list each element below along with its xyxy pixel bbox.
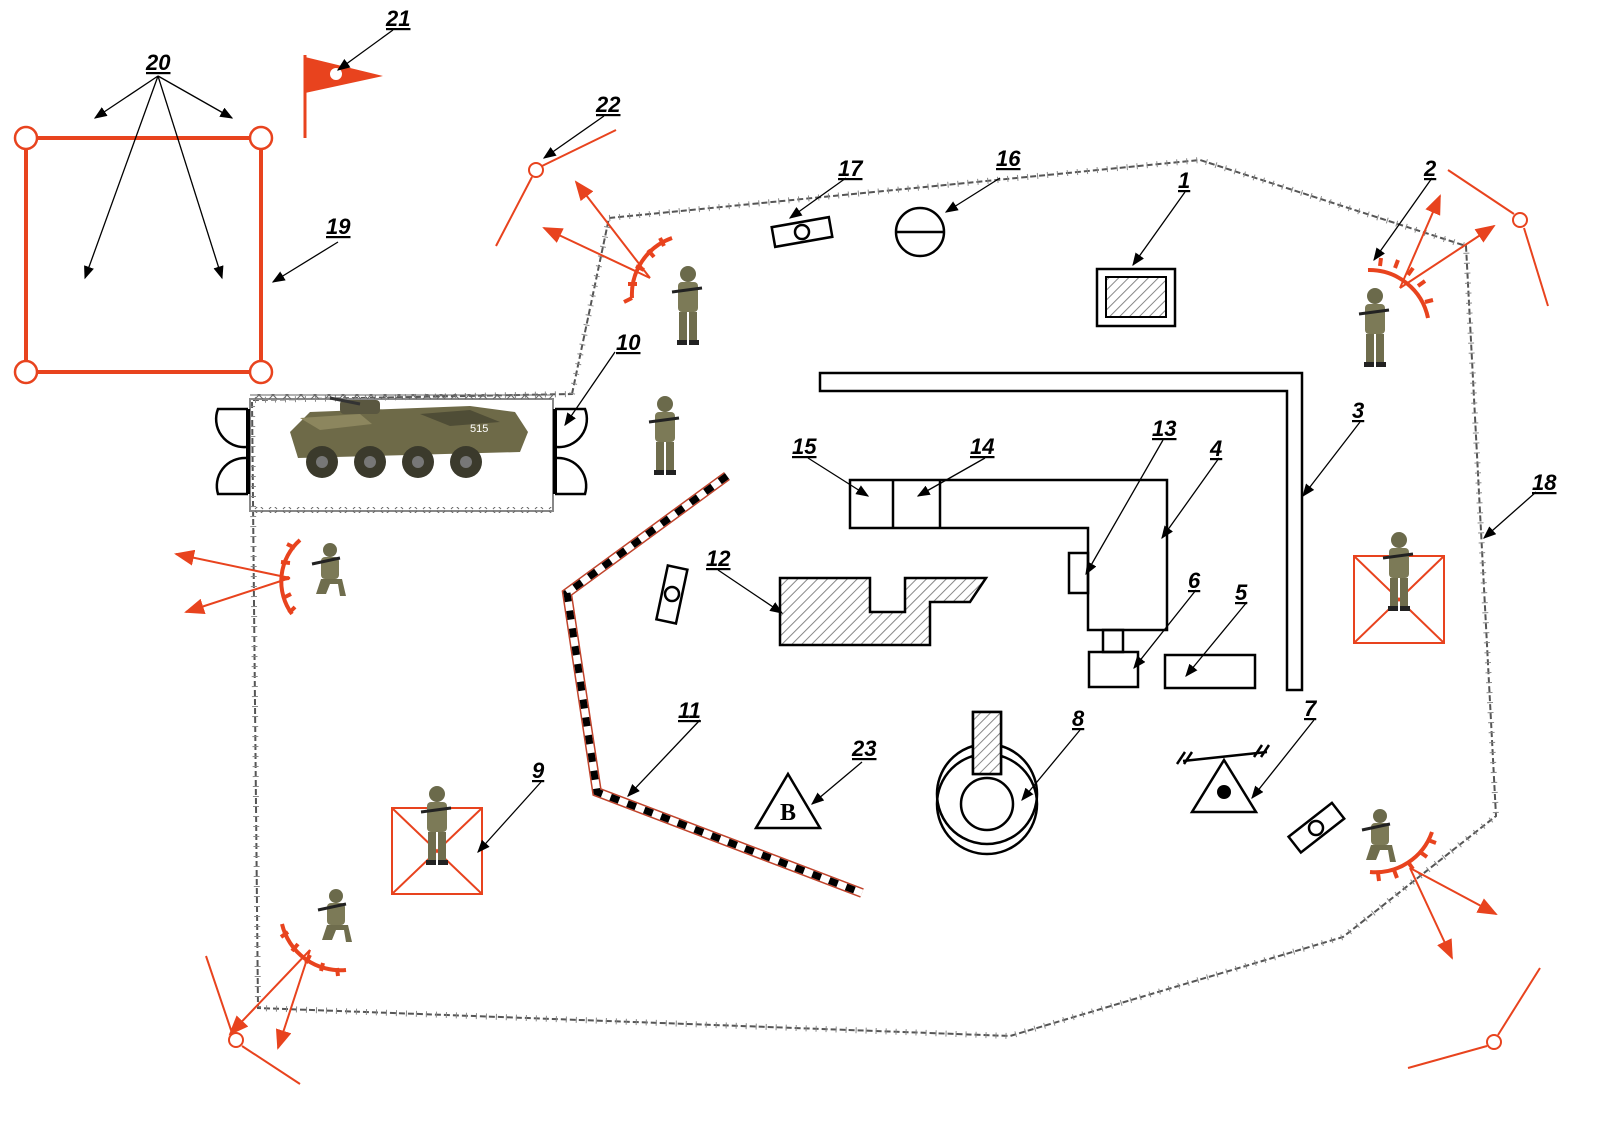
building-6 (1087, 589, 1197, 689)
landing-area (13, 125, 274, 385)
wall-3 (818, 371, 1361, 692)
water-tank-16 (894, 177, 1001, 258)
sensor-post-icon (205, 955, 301, 1085)
callout-6: 6 (1188, 568, 1201, 593)
callout-3: 3 (1352, 398, 1364, 423)
callout-10: 10 (616, 330, 641, 355)
apc-vehicle-icon: 515 (290, 396, 528, 478)
vehicle-number: 515 (470, 423, 488, 435)
structure-8 (935, 710, 1081, 856)
striped-barrier (561, 471, 864, 898)
flag-icon (303, 29, 394, 138)
main-building-4 (807, 439, 1220, 632)
callout-18: 18 (1532, 470, 1557, 495)
storage-sign-letter: B (780, 800, 796, 826)
building-5 (1163, 601, 1257, 690)
soldier-standing-icon (647, 394, 681, 477)
sensor-post-icon (495, 115, 617, 247)
callout-20: 20 (145, 50, 171, 75)
firing-position-top-left (542, 180, 704, 347)
callout-1: 1 (1178, 168, 1190, 193)
callout-21: 21 (385, 6, 410, 31)
callout-22: 22 (595, 92, 621, 117)
guard-post-right (1353, 530, 1445, 644)
lighting-post-left (654, 564, 689, 625)
firing-position-left (174, 538, 348, 616)
perimeter-fence (248, 156, 1537, 1040)
building-12 (717, 569, 989, 647)
callout-17: 17 (838, 156, 864, 181)
callout-2: 2 (1423, 156, 1437, 181)
sign-7 (1175, 719, 1315, 814)
guard-post-9 (391, 781, 542, 895)
callout-13: 13 (1152, 416, 1176, 441)
callout-12: 12 (706, 546, 731, 571)
callout-14: 14 (970, 434, 994, 459)
callout-5: 5 (1235, 580, 1248, 605)
callout-labels: 1 2 3 4 5 6 7 8 9 10 11 12 13 14 15 16 1… (145, 6, 1557, 783)
lighting-post-17 (770, 177, 847, 249)
sensor-post-icon (1447, 169, 1549, 307)
lighting-post-right (1286, 801, 1346, 855)
building-1 (1095, 191, 1186, 328)
storage-sign-23: B (753, 761, 863, 830)
callout-15: 15 (792, 434, 817, 459)
callout-8: 8 (1072, 706, 1085, 731)
callout-16: 16 (996, 146, 1021, 171)
entry-checkpoint (214, 351, 616, 513)
firing-position-top-right (1357, 177, 1496, 369)
callout-11: 11 (678, 698, 701, 723)
sensor-post-icon (1407, 967, 1541, 1069)
callout-4: 4 (1209, 436, 1222, 461)
firing-position-bottom-right (1360, 807, 1498, 960)
callout-19: 19 (326, 214, 351, 239)
callout-23: 23 (851, 736, 876, 761)
callout-7: 7 (1304, 696, 1318, 721)
firing-position-bottom-left (228, 887, 354, 1050)
callout-9: 9 (532, 758, 545, 783)
landing-arrows (84, 75, 339, 283)
